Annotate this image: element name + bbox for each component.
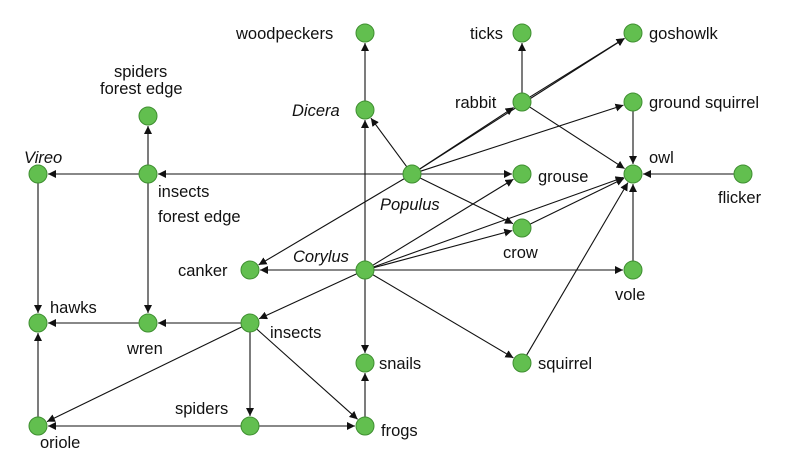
edge-populus-to-crow [419, 177, 514, 225]
edge-insects-to-frogs [256, 328, 358, 420]
node-snails [355, 353, 375, 373]
label-rabbit: rabbit [455, 94, 497, 112]
label-wren: wren [126, 340, 163, 358]
node-flicker [733, 164, 753, 184]
node-grouse [512, 164, 532, 184]
label-goshowlk: goshowlk [649, 25, 719, 43]
label-insects-forest-edge-line-1: insects [158, 183, 209, 201]
label-populus: Populus [380, 196, 440, 214]
edge-crow-to-owl [529, 177, 625, 225]
node-canker [240, 260, 260, 280]
node-frogs [355, 416, 375, 436]
label-spiders: spiders [175, 400, 228, 418]
edge-populus-to-canker [258, 178, 405, 266]
node-woodpeckers [355, 23, 375, 43]
node-wren [138, 313, 158, 333]
label-insects: insects [270, 324, 321, 342]
label-canker: canker [178, 262, 228, 280]
edge-squirrel-to-owl [526, 182, 629, 356]
label-crow: crow [503, 244, 538, 262]
edge-corylus-to-owl [373, 176, 624, 268]
node-owl [623, 164, 643, 184]
label-snails: snails [379, 355, 421, 373]
edge-insects-to-oriole [46, 326, 243, 423]
label-flicker: flicker [718, 189, 762, 207]
node-vireo [28, 164, 48, 184]
label-ticks: ticks [470, 25, 503, 43]
node-rabbit [512, 92, 532, 112]
node-spiders-forest-edge [138, 106, 158, 126]
node-ground-squirrel [623, 92, 643, 112]
node-goshowlk [623, 23, 643, 43]
label-grouse: grouse [538, 168, 588, 186]
edge-corylus-to-insects [258, 273, 358, 320]
label-corylus: Corylus [293, 248, 349, 266]
node-oriole [28, 416, 48, 436]
edge-populus-to-dicera [370, 117, 408, 168]
label-ground-squirrel: ground squirrel [649, 94, 759, 112]
edge-corylus-to-crow [373, 228, 513, 269]
edge-populus-to-ground-squirrel [420, 103, 624, 172]
label-spiders-forest-edge-line-2: forest edge [100, 80, 183, 98]
label-woodpeckers: woodpeckers [235, 25, 333, 43]
node-insects-forest-edge [138, 164, 158, 184]
edge-corylus-to-grouse [372, 178, 514, 266]
node-vole [623, 260, 643, 280]
node-dicera [355, 100, 375, 120]
label-squirrel: squirrel [538, 355, 592, 373]
label-spiders-forest-edge-line-1: spiders [114, 63, 167, 81]
node-crow [512, 218, 532, 238]
label-owl: owl [649, 149, 674, 167]
label-oriole: oriole [40, 434, 80, 452]
label-dicera: Dicera [292, 102, 340, 120]
node-populus [402, 164, 422, 184]
label-vireo: Vireo [24, 149, 62, 167]
label-hawks: hawks [50, 299, 97, 317]
nodes-layer [28, 23, 753, 436]
node-spiders [240, 416, 260, 436]
label-insects-forest-edge-line-2: forest edge [158, 208, 241, 226]
node-ticks [512, 23, 532, 43]
label-vole: vole [615, 286, 645, 304]
node-hawks [28, 313, 48, 333]
edges-layer [34, 37, 734, 430]
label-frogs: frogs [381, 422, 418, 440]
node-squirrel [512, 353, 532, 373]
edge-corylus-to-squirrel [372, 274, 514, 359]
edge-rabbit-to-owl [529, 106, 625, 170]
node-corylus [355, 260, 375, 280]
node-insects [240, 313, 260, 333]
